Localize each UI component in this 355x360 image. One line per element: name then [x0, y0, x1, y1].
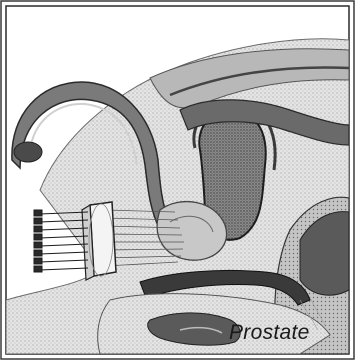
prostate-label: Prostate: [229, 321, 310, 345]
